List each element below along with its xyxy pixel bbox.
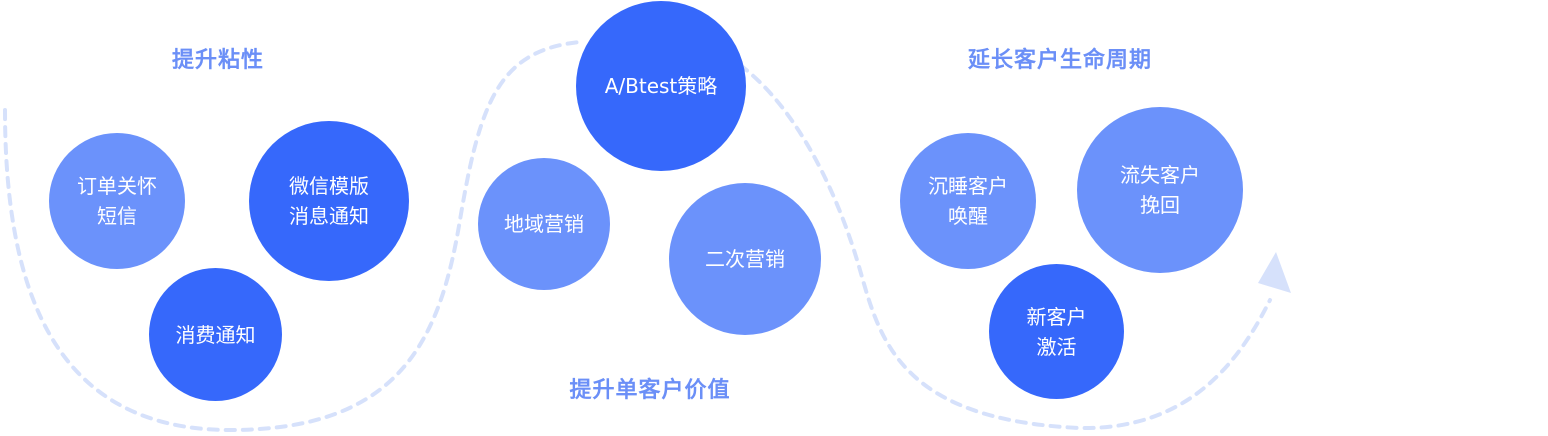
bubble-label: 消息通知 — [289, 204, 369, 228]
bubble-abtest-strategy: A/Btest策略 — [576, 1, 746, 171]
bubble-label: 唤醒 — [948, 204, 988, 228]
bubble-wechat-template-notice: 微信模版 消息通知 — [249, 121, 409, 281]
bubble-lost-customer-recovery: 流失客户 挽回 — [1077, 107, 1243, 273]
bubble-secondary-marketing: 二次营销 — [669, 183, 821, 335]
bubble-label: 消费通知 — [175, 322, 256, 347]
arrow-head-icon — [1258, 252, 1291, 293]
heading-lifecycle: 延长客户生命周期 — [967, 48, 1153, 73]
bubble-regional-marketing: 地域营销 — [478, 158, 610, 290]
bubble-consumption-notice: 消费通知 — [149, 268, 282, 401]
heading-single-customer-value: 提升单客户价值 — [569, 378, 731, 403]
bubble-label: 挽回 — [1140, 193, 1180, 217]
bubble-label: 沉睡客户 — [928, 174, 1008, 198]
dashed-flow-path — [3, 40, 1272, 433]
bubble-dormant-customer-wakeup: 沉睡客户 唤醒 — [900, 133, 1036, 269]
bubble-label: 激活 — [1036, 334, 1077, 359]
bubble-label: 订单关怀 — [77, 174, 157, 198]
heading-stickiness: 提升粘性 — [171, 48, 265, 73]
bubble-label: 二次营销 — [705, 247, 785, 271]
bubble-label: 地域营销 — [504, 212, 584, 236]
bubble-label: 微信模版 — [289, 174, 369, 198]
bubble-new-customer-activation: 新客户 激活 — [989, 264, 1124, 399]
bubble-label: A/Btest策略 — [604, 74, 718, 98]
bubble-label: 流失客户 — [1120, 163, 1200, 187]
bubble-label: 新客户 — [1026, 304, 1087, 329]
bubble-order-care-sms: 订单关怀 短信 — [49, 133, 185, 269]
bubble-label: 短信 — [97, 204, 137, 228]
